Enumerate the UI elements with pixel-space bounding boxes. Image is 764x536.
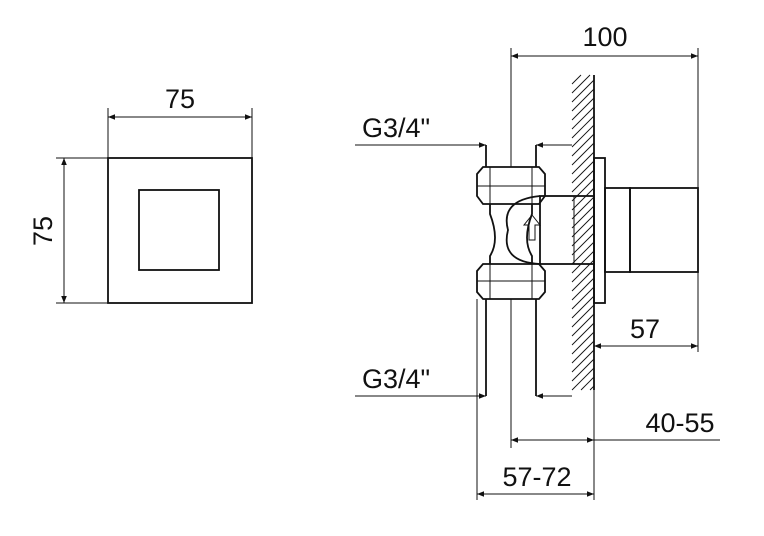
hatch-line (571, 196, 595, 220)
hatch-line (571, 79, 595, 103)
hatch-line (571, 304, 595, 328)
hatch-line (571, 74, 582, 85)
hatch-line (571, 151, 595, 175)
hatch-line (589, 385, 595, 391)
hatch-line (571, 331, 595, 355)
cover-plate-inner-square (138, 189, 220, 271)
hatch-line (571, 142, 595, 166)
hatch-line (571, 205, 595, 229)
dimension-bottom-thread: G3/4" (355, 364, 572, 399)
bottom-thread-label: G3/4" (362, 364, 430, 394)
front-width-label: 75 (165, 84, 195, 114)
valve-stem-housing (539, 195, 595, 265)
hatch-line (571, 133, 595, 157)
side-view: 100 G3/4" G3/4" 57 (355, 22, 720, 500)
hatch-line (571, 232, 595, 256)
overall-length-label: 100 (582, 22, 627, 52)
dimension-depth-range: 40-55 (510, 390, 720, 500)
hatch-line (571, 268, 595, 292)
hatch-line (571, 367, 595, 391)
top-thread-label: G3/4" (362, 113, 430, 143)
hatch-line (571, 286, 595, 310)
cover-flange (593, 157, 606, 304)
hatch-line (571, 178, 595, 202)
wall-hatching (571, 74, 595, 391)
depth-range-label: 40-55 (645, 408, 714, 438)
handle-cap (604, 187, 631, 273)
hatch-line (571, 115, 595, 139)
hatch-line (580, 376, 595, 391)
hatch-line (571, 223, 595, 247)
top-hex-nut (476, 166, 546, 205)
dimension-body-range: 57-72 (476, 299, 594, 500)
inlet-pipe (485, 299, 537, 396)
hatch-line (571, 160, 595, 184)
cover-depth-label: 57 (630, 314, 660, 344)
front-height-label: 75 (28, 216, 58, 246)
hatch-line (571, 349, 595, 373)
hatch-line (571, 169, 595, 193)
arrow-up-icon (522, 214, 542, 241)
hatch-line (571, 295, 595, 319)
hatch-line (571, 322, 595, 346)
valve-bonnet (505, 195, 541, 265)
handle-body (629, 187, 699, 273)
front-view: 75 75 (28, 84, 253, 304)
hatch-line (571, 88, 595, 112)
hatch-line (571, 124, 595, 148)
outlet-pipe (485, 145, 537, 167)
hatch-line (571, 340, 595, 364)
dimension-overall: 100 (510, 22, 699, 352)
bottom-hex-nut (476, 263, 546, 300)
hatch-line (571, 277, 595, 301)
hatch-line (571, 358, 595, 382)
hatch-line (571, 187, 595, 211)
body-range-label: 57-72 (502, 462, 571, 492)
dimension-cover: 57 (593, 303, 698, 352)
hatch-line (571, 313, 595, 337)
hatch-line (571, 250, 595, 274)
hatch-line (571, 241, 595, 265)
hatch-line (571, 97, 595, 121)
valve-body (489, 195, 541, 265)
cover-plate-outline (107, 157, 253, 304)
wall (571, 74, 595, 391)
dimension-top-thread: G3/4" (355, 113, 572, 148)
hatch-line (571, 74, 591, 94)
hatch-line (571, 214, 595, 238)
hatch-line (571, 106, 595, 130)
